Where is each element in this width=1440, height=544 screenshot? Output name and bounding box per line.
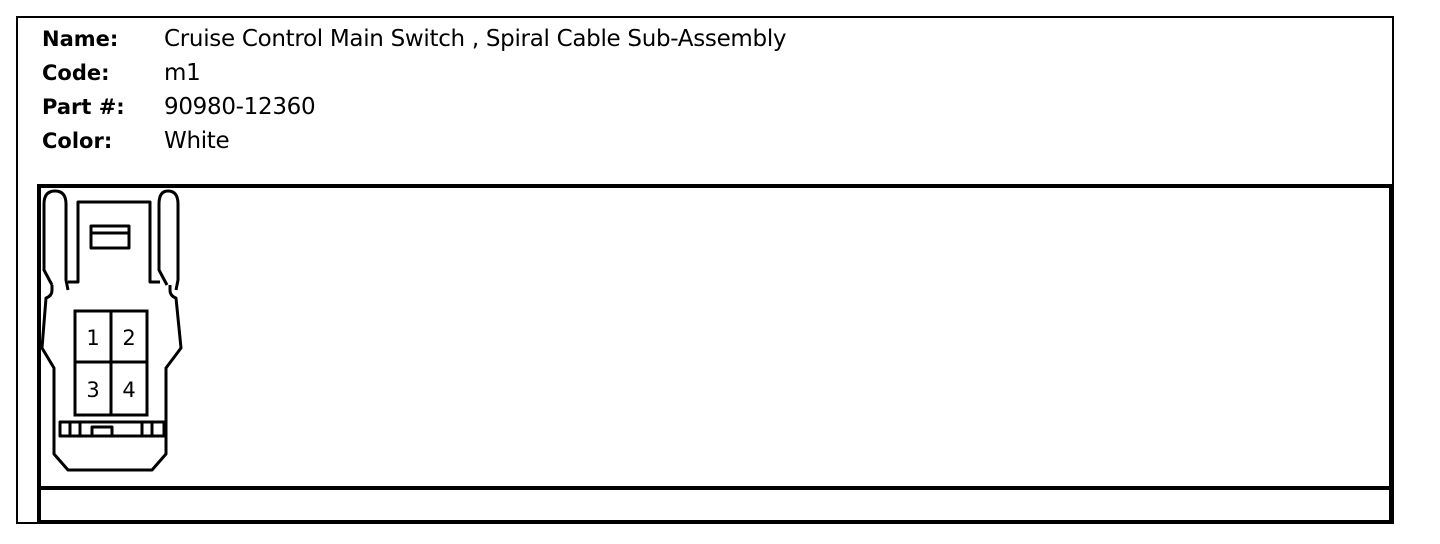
footer-strip: [37, 486, 1393, 524]
name-label: Name:: [42, 27, 119, 51]
color-label: Color:: [42, 129, 113, 153]
color-row: Color: White: [42, 126, 230, 156]
code-label: Code:: [42, 61, 110, 85]
code-value: m1: [164, 60, 201, 86]
pin-label: 4: [122, 378, 135, 402]
pin-label: 3: [86, 378, 99, 402]
lock-tab: [89, 224, 131, 250]
right-latch-arm: [157, 189, 180, 291]
connector-body: [40, 285, 183, 472]
pin-label: 2: [122, 326, 135, 350]
left-latch-arm: [42, 189, 70, 291]
name-value: Cruise Control Main Switch , Spiral Cabl…: [164, 26, 787, 52]
part-row: Part #: 90980-12360: [42, 92, 316, 122]
part-label: Part #:: [42, 95, 125, 119]
color-value: White: [164, 128, 230, 154]
diagram-frame: [37, 184, 1393, 524]
part-value: 90980-12360: [164, 94, 316, 120]
upper-housing: [68, 200, 160, 284]
pin-cavity-4: [109, 360, 149, 417]
code-row: Code: m1: [42, 58, 201, 88]
name-row: Name: Cruise Control Main Switch , Spira…: [42, 24, 787, 54]
pin-label: 1: [86, 326, 99, 350]
